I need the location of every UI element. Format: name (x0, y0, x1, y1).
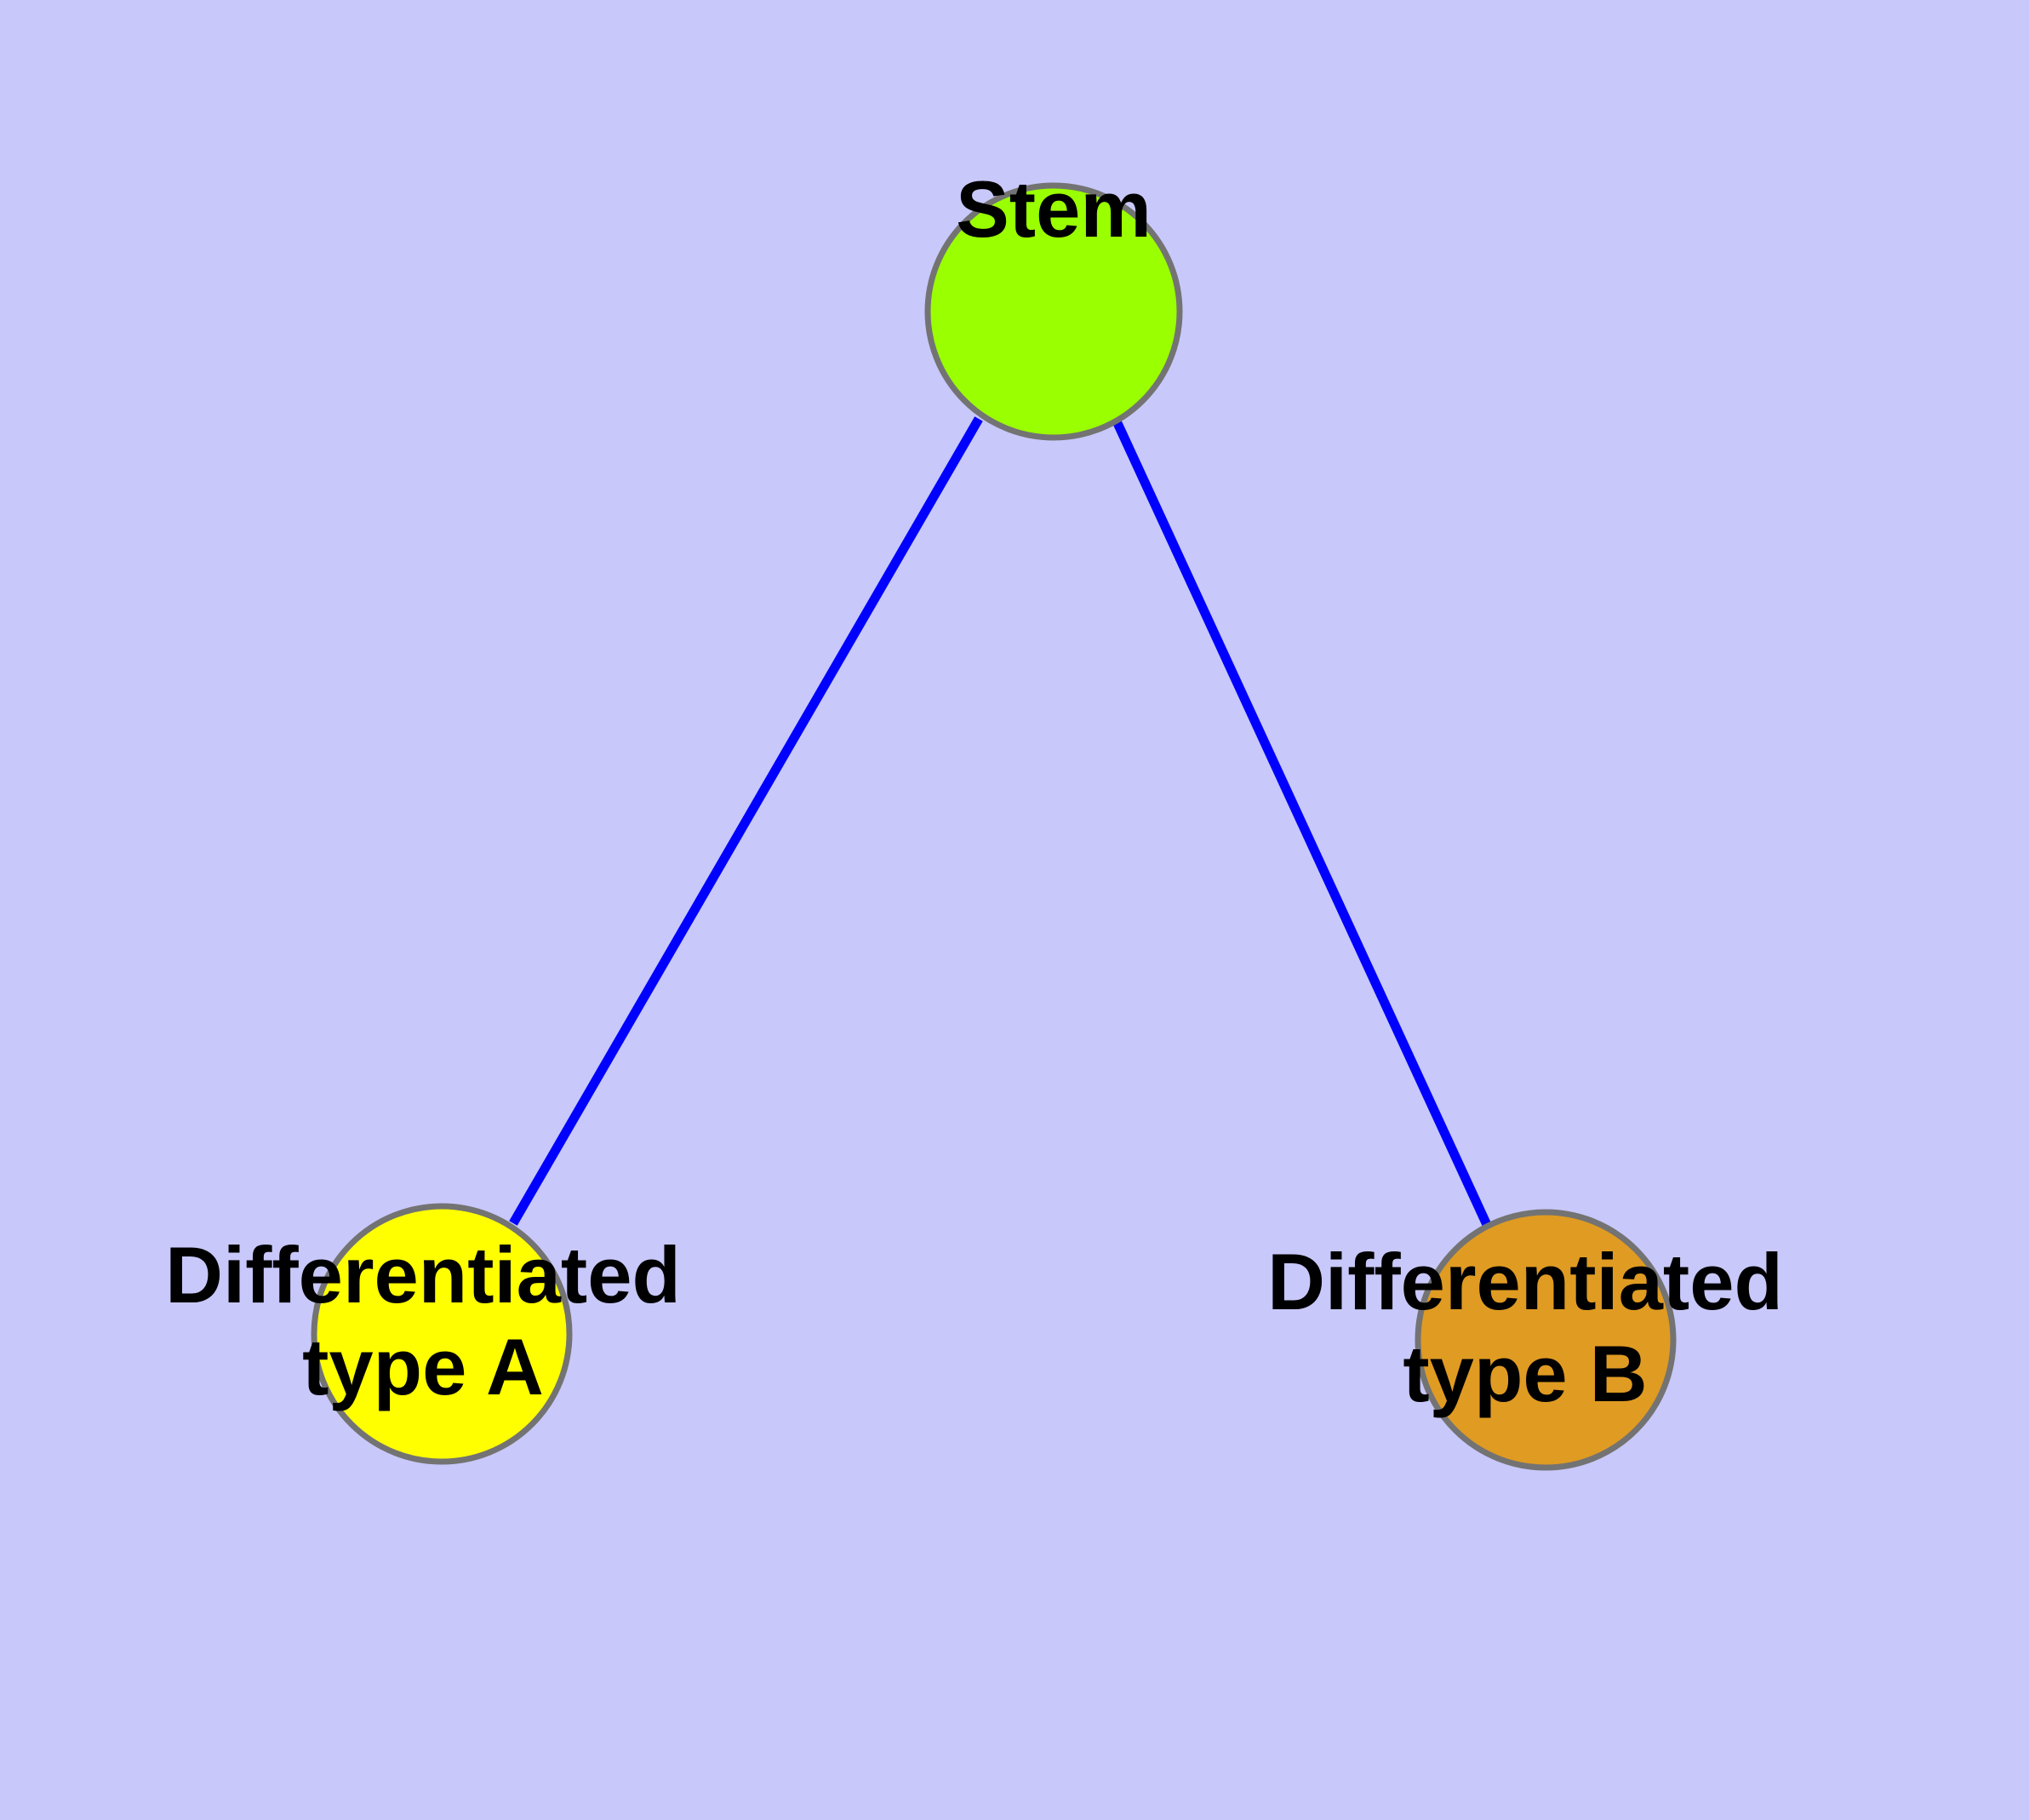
graph-node-diff_b[interactable] (1415, 1209, 1677, 1471)
graph-edge-stem-to-diff-b[interactable] (1113, 421, 1492, 1229)
nodes-layer (311, 182, 1677, 1471)
edges-layer (509, 416, 1492, 1229)
node-label-diff_a-line-2: type A (302, 1322, 544, 1411)
node-label-diff_a-line-1: Differentiated (165, 1230, 681, 1319)
graph-node-stem[interactable] (924, 182, 1183, 441)
node-label-diff_b-line-2: type B (1403, 1329, 1647, 1418)
graph-edge-stem-to-diff-a[interactable] (509, 416, 983, 1226)
node-label-diff_b-line-1: Differentiated (1267, 1237, 1783, 1326)
node-label-stem-line-1: Stem (956, 164, 1152, 254)
graph-node-diff_a[interactable] (311, 1203, 573, 1465)
